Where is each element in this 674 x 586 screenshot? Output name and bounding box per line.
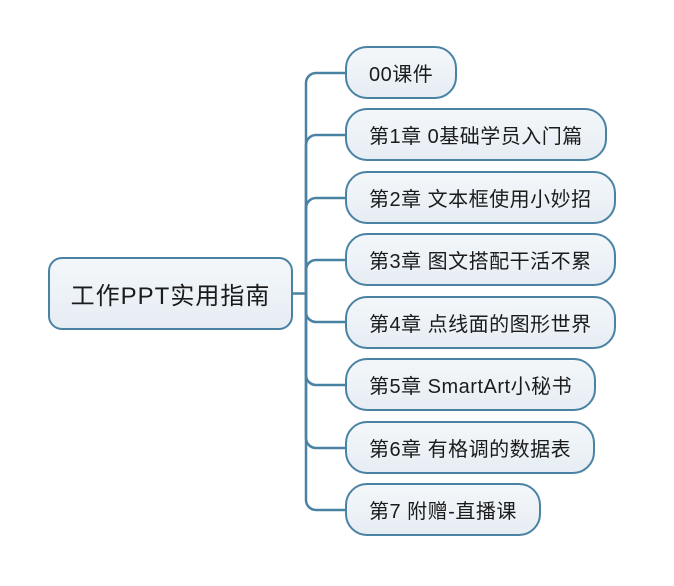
- connector-branch-2: [304, 196, 348, 295]
- connector-branch-1: [304, 133, 348, 295]
- root-node: 工作PPT实用指南: [48, 257, 293, 330]
- branch-node-chapter-2: 第2章 文本框使用小妙招: [345, 171, 616, 224]
- connector-branch-5: [304, 292, 348, 387]
- connector-branch-4: [304, 292, 348, 324]
- branch-node-chapter-4: 第4章 点线面的图形世界: [345, 296, 616, 349]
- connector-branch-0: [304, 71, 348, 295]
- connector-branch-7: [304, 292, 348, 512]
- branch-node-chapter-1: 第1章 0基础学员入门篇: [345, 108, 607, 161]
- connector-branch-3: [304, 258, 348, 295]
- branch-node-courseware: 00课件: [345, 46, 458, 99]
- branch-node-chapter-5: 第5章 SmartArt小秘书: [345, 358, 597, 411]
- branch-node-chapter-6: 第6章 有格调的数据表: [345, 421, 596, 474]
- branch-node-chapter-7-bonus: 第7 附赠-直播课: [345, 483, 541, 536]
- connector-branch-6: [304, 292, 348, 450]
- branch-node-chapter-3: 第3章 图文搭配干活不累: [345, 233, 616, 286]
